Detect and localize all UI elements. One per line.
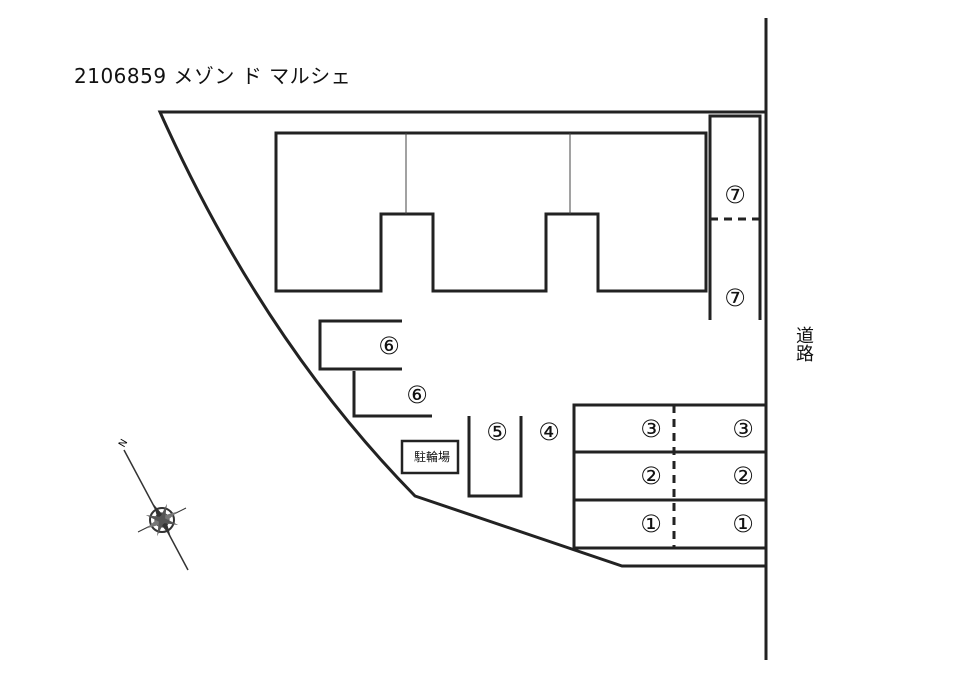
compass-n-label: N [117, 438, 130, 450]
parking-area-6-upper [318, 319, 402, 371]
slot-3-left-label: ③ [640, 415, 662, 443]
slot-6-lower-label: ⑥ [406, 381, 428, 409]
slot-2-left-label: ② [640, 462, 662, 490]
compass-rose-icon: N [117, 438, 189, 571]
bike-parking-label: 駐輪場 [413, 450, 450, 464]
slot-7-upper-label: ⑦ [724, 181, 746, 209]
parking-area-5 [467, 416, 523, 498]
slot-5-label: ⑤ [486, 418, 508, 446]
page-title: 2106859 メゾン ド マルシェ [74, 64, 352, 88]
slot-7-lower-label: ⑦ [724, 284, 746, 312]
parking-area-4 [572, 496, 766, 550]
slot-2-right-label: ② [732, 462, 754, 490]
slot-6-upper-label: ⑥ [378, 332, 400, 360]
slot-1-left-label: ① [640, 510, 662, 538]
slot-1-right-label: ① [732, 510, 754, 538]
slot-4-label: ④ [538, 418, 560, 446]
site-boundary [157, 110, 766, 568]
slot-3-right-label: ③ [732, 415, 754, 443]
parking-area-6-lower [352, 371, 432, 418]
road-label: 道路 [793, 326, 814, 362]
bike-parking-box [400, 439, 460, 475]
building-outline [274, 131, 708, 293]
